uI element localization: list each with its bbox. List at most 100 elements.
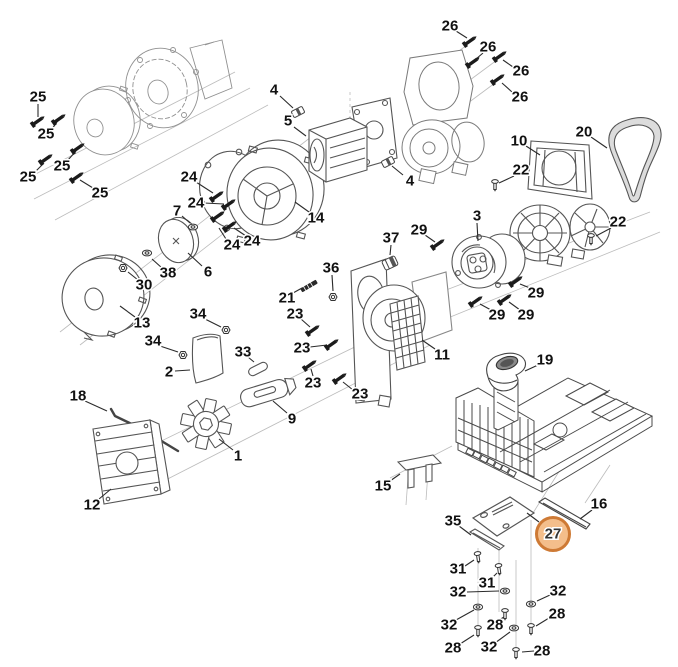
svg-text:29[interactable]: 29: [409, 220, 429, 240]
part-label-24[interactable]: 24: [179, 167, 199, 187]
part-label-13[interactable]: 13: [132, 313, 152, 333]
part-label-1[interactable]: 1: [232, 446, 243, 466]
part-label-4[interactable]: 4: [404, 171, 416, 191]
svg-text:9[interactable]: 9: [286, 409, 297, 429]
part-label-32[interactable]: 32: [479, 637, 499, 657]
svg-text:21[interactable]: 21: [277, 288, 297, 308]
svg-text:4[interactable]: 4: [268, 80, 280, 100]
svg-text:4[interactable]: 4: [404, 171, 416, 191]
svg-text:20[interactable]: 20: [574, 122, 594, 142]
svg-text:19[interactable]: 19: [535, 350, 555, 370]
svg-text:2[interactable]: 2: [163, 362, 174, 382]
svg-text:25[interactable]: 25: [90, 183, 110, 203]
part-label-3[interactable]: 3: [471, 206, 482, 226]
svg-text:10[interactable]: 10: [509, 131, 529, 151]
svg-text:24[interactable]: 24: [186, 193, 206, 213]
svg-text:29[interactable]: 29: [526, 283, 546, 303]
svg-text:32[interactable]: 32: [479, 637, 499, 657]
part-label-16[interactable]: 16: [589, 494, 609, 514]
part-label-18[interactable]: 18: [68, 386, 88, 406]
svg-text:28[interactable]: 28: [532, 641, 552, 661]
part-label-19[interactable]: 19: [535, 350, 555, 370]
part-label-25[interactable]: 25: [90, 183, 110, 203]
part-label-27-highlighted[interactable]: 27: [535, 516, 571, 552]
part-label-32[interactable]: 32: [448, 582, 468, 602]
part-label-32[interactable]: 32: [548, 581, 568, 601]
part-label-14[interactable]: 14: [306, 208, 326, 228]
svg-text:34[interactable]: 34: [143, 331, 163, 351]
highlight-circle[interactable]: [535, 516, 571, 552]
svg-text:25[interactable]: 25: [52, 156, 72, 176]
part-label-23[interactable]: 23: [350, 384, 370, 404]
part-label-23[interactable]: 23: [303, 373, 323, 393]
svg-text:7[interactable]: 7: [171, 201, 182, 221]
part-label-25[interactable]: 25: [28, 87, 48, 107]
svg-text:24[interactable]: 24: [222, 235, 242, 255]
svg-text:29[interactable]: 29: [516, 305, 536, 325]
svg-text:32[interactable]: 32: [448, 582, 468, 602]
part-label-28[interactable]: 28: [532, 641, 552, 661]
part-label-12[interactable]: 12: [82, 495, 102, 515]
part-label-29[interactable]: 29: [487, 305, 507, 325]
svg-text:31[interactable]: 31: [477, 573, 497, 593]
part-label-26[interactable]: 26: [510, 87, 530, 107]
part-label-2[interactable]: 2: [163, 362, 174, 382]
svg-text:3[interactable]: 3: [471, 206, 482, 226]
svg-text:28[interactable]: 28: [485, 615, 505, 635]
svg-text:23[interactable]: 23: [303, 373, 323, 393]
svg-text:33[interactable]: 33: [233, 342, 253, 362]
part-label-21[interactable]: 21: [277, 288, 297, 308]
svg-text:23[interactable]: 23: [350, 384, 370, 404]
part-label-29[interactable]: 29: [516, 305, 536, 325]
part-label-30[interactable]: 30: [134, 275, 154, 295]
svg-text:26[interactable]: 26: [510, 87, 530, 107]
part-label-23[interactable]: 23: [285, 304, 305, 324]
part-label-4[interactable]: 4: [268, 80, 280, 100]
svg-text:12[interactable]: 12: [82, 495, 102, 515]
part-label-38[interactable]: 38: [158, 263, 178, 283]
part-label-22[interactable]: 22: [608, 212, 628, 232]
svg-text:32[interactable]: 32: [439, 615, 459, 635]
part-label-25[interactable]: 25: [52, 156, 72, 176]
svg-text:30[interactable]: 30: [134, 275, 154, 295]
part-label-36[interactable]: 36: [321, 258, 341, 278]
part-label-28[interactable]: 28: [485, 615, 505, 635]
part-label-5[interactable]: 5: [282, 111, 293, 131]
svg-text:26[interactable]: 26: [511, 61, 531, 81]
svg-text:22[interactable]: 22: [511, 160, 531, 180]
part-label-28[interactable]: 28: [547, 604, 567, 624]
svg-text:35[interactable]: 35: [443, 511, 463, 531]
part-label-26[interactable]: 26: [478, 37, 498, 57]
svg-text:25[interactable]: 25: [18, 167, 38, 187]
svg-text:34[interactable]: 34: [188, 304, 208, 324]
svg-text:38[interactable]: 38: [158, 263, 178, 283]
svg-text:24[interactable]: 24: [242, 231, 262, 251]
part-label-25[interactable]: 25: [36, 124, 56, 144]
part-label-35[interactable]: 35: [443, 511, 463, 531]
svg-text:28[interactable]: 28: [443, 638, 463, 658]
part-label-22[interactable]: 22: [511, 160, 531, 180]
svg-text:37[interactable]: 37: [381, 228, 401, 248]
svg-text:36[interactable]: 36: [321, 258, 341, 278]
svg-text:16[interactable]: 16: [589, 494, 609, 514]
svg-text:25[interactable]: 25: [28, 87, 48, 107]
part-label-26[interactable]: 26: [511, 61, 531, 81]
part-label-10[interactable]: 10: [509, 131, 529, 151]
part-label-37[interactable]: 37: [381, 228, 401, 248]
svg-text:31[interactable]: 31: [448, 559, 468, 579]
svg-text:18[interactable]: 18: [68, 386, 88, 406]
part-label-34[interactable]: 34: [188, 304, 208, 324]
part-label-34[interactable]: 34: [143, 331, 163, 351]
part-label-31[interactable]: 31: [477, 573, 497, 593]
svg-text:25[interactable]: 25: [36, 124, 56, 144]
svg-text:22[interactable]: 22: [608, 212, 628, 232]
part-label-33[interactable]: 33: [233, 342, 253, 362]
svg-text:24[interactable]: 24: [179, 167, 199, 187]
part-label-9[interactable]: 9: [286, 409, 297, 429]
part-label-23[interactable]: 23: [292, 338, 312, 358]
svg-text:13[interactable]: 13: [132, 313, 152, 333]
part-label-11[interactable]: 11: [433, 345, 452, 365]
part-label-32[interactable]: 32: [439, 615, 459, 635]
part-label-15[interactable]: 15: [373, 476, 393, 496]
part-label-20[interactable]: 20: [574, 122, 594, 142]
